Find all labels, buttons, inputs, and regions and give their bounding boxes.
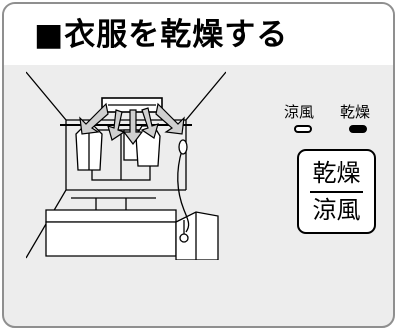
airflow-arrow-icon [79,102,185,145]
page-title: ■衣服を乾燥する [34,17,289,53]
bathroom-dryer-illustration [26,71,226,260]
button-divider [310,191,363,193]
panel-header: ■衣服を乾燥する [4,4,393,65]
indicator-label-dry: 乾燥 [340,103,371,121]
dry-cool-button[interactable]: 乾燥 涼風 [297,149,376,234]
indicator-label-cool: 涼風 [284,103,315,121]
instruction-panel: ■衣服を乾燥する [2,2,395,328]
button-label-cool: 涼風 [312,196,361,224]
indicator-led-cool-icon [294,125,312,133]
indicator-led-dry-icon [349,125,367,133]
button-label-dry: 乾燥 [312,159,361,187]
